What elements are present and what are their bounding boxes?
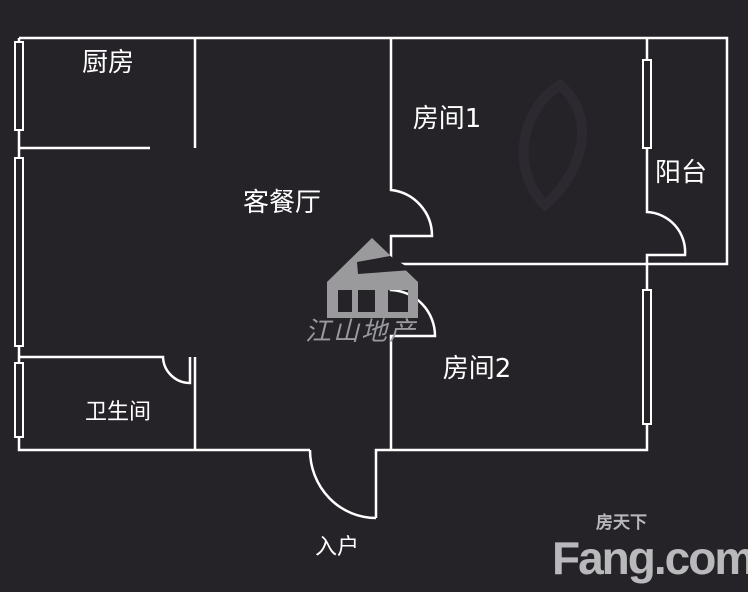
room-label-room1: 房间1	[412, 104, 482, 134]
room-label-balcony: 阳台	[654, 158, 708, 188]
room-label-room2: 房间2	[442, 354, 512, 384]
window-bathroom	[14, 362, 24, 438]
window-room2	[642, 289, 652, 425]
entrance-label: 入户	[314, 535, 360, 560]
entrance-door-arc	[308, 449, 377, 520]
house-logo-icon	[327, 238, 418, 318]
faint-watermark-icon	[518, 78, 588, 212]
fang-brand: Fang.com	[552, 532, 748, 584]
fang-brand-cn: 房天下	[596, 513, 647, 533]
wall-left	[17, 38, 310, 452]
logo-text: 江山地产	[305, 317, 418, 347]
fang-watermark: 房天下 Fang.com	[552, 513, 748, 584]
window-balcony	[642, 59, 652, 149]
wall-bathroom	[19, 355, 197, 450]
room-label-living-dining: 客餐厅	[242, 188, 322, 218]
wall-room1-left	[389, 38, 437, 450]
room-label-kitchen: 厨房	[81, 48, 135, 78]
window-living	[14, 157, 24, 347]
wall-top	[19, 36, 729, 266]
room-label-bathroom: 卫生间	[84, 400, 152, 425]
window-kitchen	[14, 41, 24, 131]
wall-kitchen	[19, 38, 197, 150]
wall-balcony	[645, 38, 687, 264]
